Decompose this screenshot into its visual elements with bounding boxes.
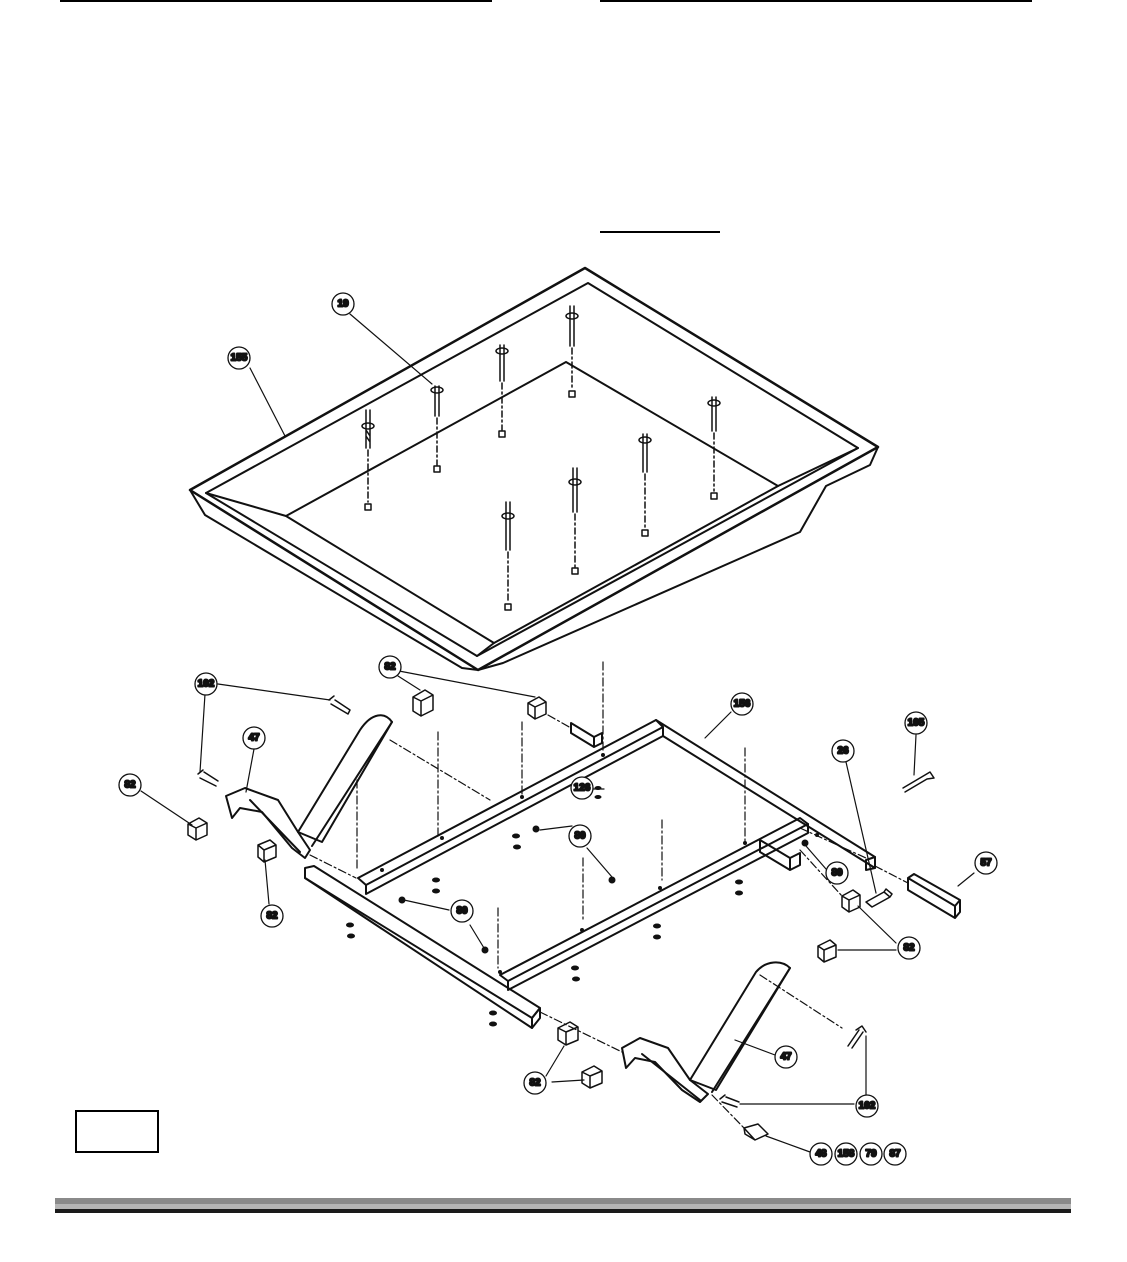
callout-82: 82 [529, 1078, 541, 1089]
callout-47: 47 [780, 1052, 792, 1063]
callout-80: 80 [456, 906, 468, 917]
callout-87: 87 [889, 1149, 901, 1160]
callout-82: 82 [384, 662, 396, 673]
callouts [118, 292, 998, 1166]
callout-155: 155 [231, 353, 248, 364]
callout-47: 47 [248, 733, 260, 744]
callout-82: 82 [124, 780, 136, 791]
callout-79: 79 [865, 1149, 877, 1160]
tub-anchor-bolts [361, 305, 721, 611]
callout-80: 80 [574, 831, 586, 842]
leader-lines [140, 313, 975, 1153]
callout-158: 158 [838, 1149, 855, 1160]
page-number-box [75, 1110, 159, 1153]
leg-part-right [621, 961, 791, 1103]
top-rule-left [60, 0, 492, 2]
callout-19: 19 [337, 299, 349, 310]
assembly-lines [309, 661, 909, 1129]
top-rule-right [600, 0, 1032, 2]
callout-156: 156 [734, 699, 751, 710]
callout-labels: 155 19 82 102 47 82 82 156 105 26 126 80… [123, 298, 993, 1161]
callout-102: 102 [198, 679, 215, 690]
callout-102: 102 [859, 1101, 876, 1112]
callout-82: 82 [903, 943, 915, 954]
small-parts [187, 689, 935, 1141]
footer-bar [55, 1198, 1071, 1216]
callout-26: 26 [837, 746, 849, 757]
callout-82: 82 [266, 911, 278, 922]
callout-126: 126 [574, 783, 591, 794]
callout-48: 48 [815, 1149, 827, 1160]
callout-105: 105 [908, 718, 925, 729]
leg-part-left [225, 714, 393, 859]
heading-underline [600, 231, 720, 233]
callout-80: 80 [831, 868, 843, 879]
callout-57: 57 [980, 858, 992, 869]
tub-part [188, 266, 880, 672]
frame-part [304, 719, 961, 1029]
